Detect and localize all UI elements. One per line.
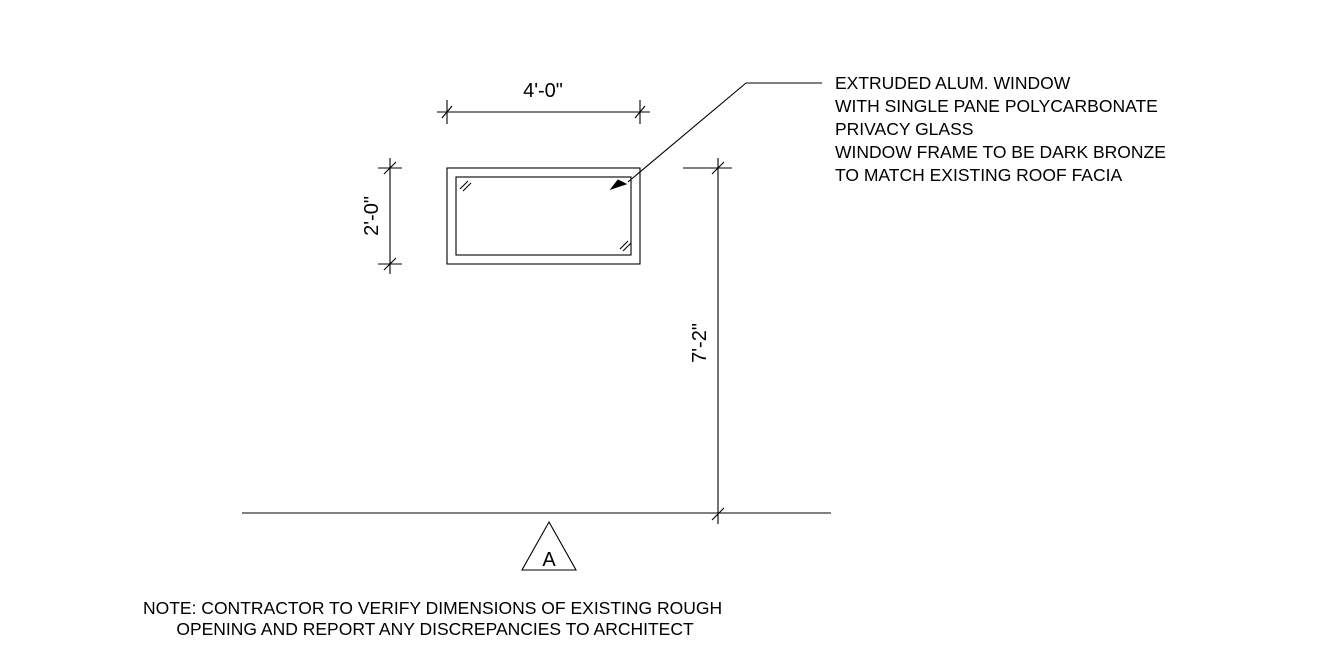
height-dimension-label: 2'-0": [361, 196, 383, 236]
callout-text: EXTRUDED ALUM. WINDOW WITH SINGLE PANE P…: [835, 73, 1171, 185]
elevation-tag-label: A: [542, 549, 556, 571]
callout-leader: [609, 82, 822, 190]
window-inner-frame: [455, 176, 632, 256]
callout-line: TO MATCH EXISTING ROOF FACIA: [835, 165, 1122, 185]
width-dimension-label: 4'-0": [523, 80, 563, 102]
note-line: NOTE: CONTRACTOR TO VERIFY DIMENSIONS OF…: [143, 598, 722, 618]
glass-reflection-marks: [459, 180, 632, 252]
callout-line: WITH SINGLE PANE POLYCARBONATE: [835, 96, 1158, 116]
elevation-tag: A: [521, 520, 577, 571]
width-dimension: 4'-0": [437, 80, 650, 124]
callout-line: PRIVACY GLASS: [835, 119, 973, 139]
note-line: OPENING AND REPORT ANY DISCREPANCIES TO …: [176, 619, 694, 639]
contractor-note: NOTE: CONTRACTOR TO VERIFY DIMENSIONS OF…: [143, 598, 727, 639]
sill-height-dimension: 7'-2": [683, 158, 732, 524]
callout-line: EXTRUDED ALUM. WINDOW: [835, 73, 1071, 93]
leader-arrowhead: [609, 179, 628, 190]
window-outer-frame: [446, 167, 641, 265]
height-dimension: 2'-0": [361, 158, 402, 274]
window: [446, 167, 641, 265]
sill-height-dimension-label: 7'-2": [689, 323, 711, 363]
callout-line: WINDOW FRAME TO BE DARK BRONZE: [835, 142, 1166, 162]
